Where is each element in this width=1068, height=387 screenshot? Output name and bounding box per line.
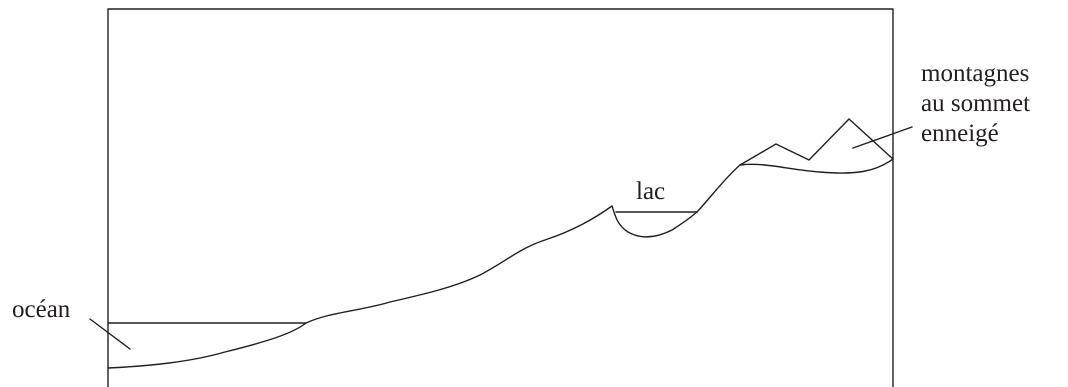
terrain-profile <box>107 205 613 369</box>
snow-line <box>739 158 894 174</box>
ocean-label: océan <box>12 296 71 323</box>
ocean-leader-line <box>89 318 131 350</box>
mountain-peaks <box>739 118 894 166</box>
mountains-label-line2: au sommet <box>921 90 1030 117</box>
mountains-leader-line <box>852 126 913 149</box>
terrain-slope <box>696 164 741 213</box>
mountains-label-line3: enneigé <box>921 120 999 147</box>
mountains-label-line1: montagnes <box>921 60 1029 87</box>
diagram-frame <box>107 8 894 387</box>
lake-label: lac <box>636 178 665 205</box>
lake-basin <box>611 205 698 238</box>
